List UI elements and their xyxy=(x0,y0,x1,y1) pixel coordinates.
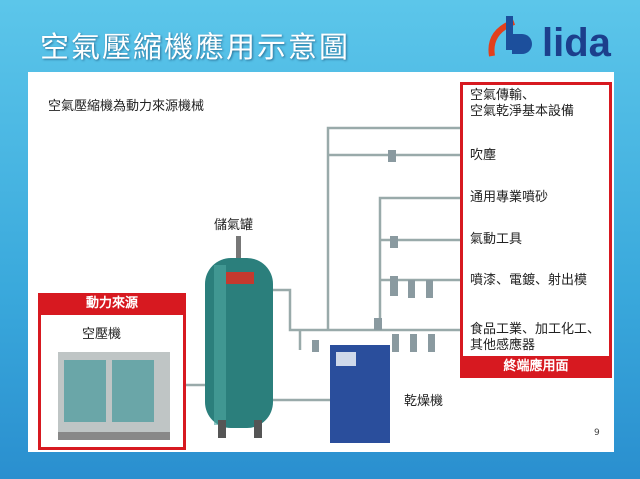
application-item: 吹塵 xyxy=(470,148,497,163)
air-tank xyxy=(205,236,273,438)
lida-logo: lida xyxy=(488,16,612,64)
svg-text:lida: lida xyxy=(542,21,612,64)
applications-footer: 終端應用面 xyxy=(460,356,612,378)
slide-subtitle: 空氣壓縮機為動力來源機械 xyxy=(48,99,205,114)
application-item: 食品工業、加工化工、 xyxy=(470,322,601,337)
application-item: 噴漆、電鍍、射出模 xyxy=(470,273,588,288)
application-item: 通用專業噴砂 xyxy=(470,190,549,205)
application-item: 其他感應器 xyxy=(470,338,536,353)
tank-label: 儲氣罐 xyxy=(214,218,254,233)
application-item: 氣動工具 xyxy=(470,232,523,247)
power-source-header: 動力來源 xyxy=(38,293,186,315)
application-item: 空氣傳輸、 xyxy=(470,88,536,103)
valves xyxy=(312,150,435,352)
compressor xyxy=(58,352,170,440)
dryer-label: 乾燥機 xyxy=(404,394,444,409)
application-item: 空氣乾淨基本設備 xyxy=(470,104,575,119)
slide-title: 空氣壓縮機應用示意圖 xyxy=(40,30,351,64)
dryer xyxy=(330,345,390,443)
compressor-label: 空壓機 xyxy=(82,327,122,342)
power-source-box xyxy=(38,293,186,450)
page-number: 9 xyxy=(594,428,600,438)
